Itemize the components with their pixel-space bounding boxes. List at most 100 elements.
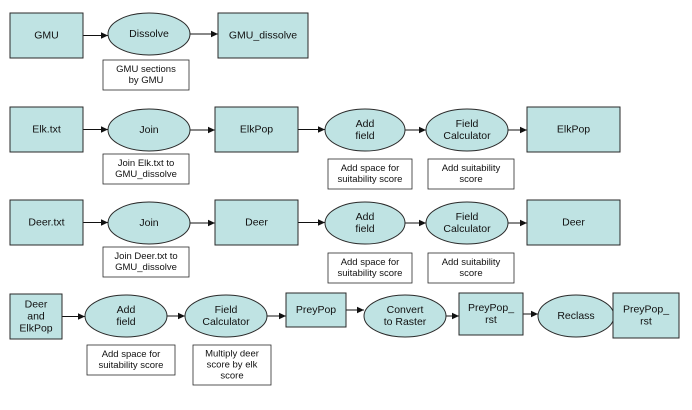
node-label: PreyPop — [296, 304, 336, 316]
note-label: Add space for — [341, 257, 400, 268]
annotation-box — [192, 344, 272, 386]
annotation-box — [327, 252, 413, 284]
node-label: Reclass — [557, 310, 594, 322]
node-label: to Raster — [384, 316, 427, 328]
process-data-box — [612, 292, 680, 339]
note-label: by GMU — [129, 75, 164, 86]
note-label: suitability score — [338, 174, 403, 185]
note-label: GMU_dissolve — [115, 262, 177, 273]
node-label: Field — [456, 118, 479, 130]
annotation-box — [102, 246, 190, 278]
node-label: Add — [356, 211, 375, 223]
process-data-box — [9, 293, 63, 340]
note-label: score — [220, 371, 243, 382]
dissolve-node: Dissolve — [107, 12, 191, 56]
node-label: PreyPop_ — [623, 303, 669, 315]
node-label: GMU_dissolve — [229, 29, 297, 41]
node-label: field — [355, 223, 374, 235]
note-label: Join Deer.txt to — [114, 251, 177, 262]
tool-ellipse — [84, 294, 168, 338]
note-label: GMU sections — [116, 64, 176, 75]
preypop-rst-2-node: PreyPop_rst — [612, 292, 680, 339]
tool-ellipse — [107, 12, 191, 56]
note-label: Add suitability — [442, 163, 501, 174]
node-label: Deer — [25, 298, 48, 310]
elkpop-1-node: ElkPop — [214, 106, 299, 153]
node-label: Add — [356, 118, 375, 130]
note-label: suitability score — [338, 268, 403, 279]
node-label: ElkPop — [557, 123, 590, 135]
node-label: rst — [485, 314, 497, 326]
note-label: score — [459, 268, 482, 279]
tool-ellipse — [363, 294, 447, 338]
tool-ellipse — [324, 108, 406, 152]
note-label: GMU_dissolve — [115, 169, 177, 180]
annotation-box — [102, 59, 190, 91]
tool-ellipse — [107, 108, 191, 152]
tool-ellipse — [425, 108, 509, 152]
node-label: Deer — [562, 216, 585, 228]
node-label: field — [116, 316, 135, 328]
process-data-box — [9, 106, 84, 153]
deer-2-node: Deer — [526, 199, 621, 246]
node-label: field — [355, 130, 374, 142]
node-label: Deer — [245, 216, 268, 228]
preypop-node: PreyPop — [285, 292, 347, 328]
process-data-box — [526, 199, 621, 246]
note-label: score — [459, 174, 482, 185]
note-label: suitability score — [99, 360, 164, 371]
tool-ellipse — [184, 294, 268, 338]
annotation-box — [327, 158, 413, 190]
tool-ellipse — [107, 201, 191, 245]
node-label: Dissolve — [129, 28, 169, 40]
node-label: GMU — [34, 29, 59, 41]
node-label: Join — [139, 217, 158, 229]
note-label: Add suitability — [442, 257, 501, 268]
node-label: rst — [640, 315, 652, 327]
join-elk-node: Join — [107, 108, 191, 152]
node-label: and — [27, 310, 45, 322]
node-label: Calculator — [202, 316, 250, 328]
gmu-dissolve-node: GMU_dissolve — [217, 12, 309, 59]
note-label: Add space for — [341, 163, 400, 174]
gmu-node: GMU — [9, 12, 84, 59]
node-label: PreyPop_ — [468, 302, 514, 314]
process-data-box — [285, 292, 347, 328]
node-label: Calculator — [443, 223, 491, 235]
node-label: Deer.txt — [28, 216, 64, 228]
elk-txt-node: Elk.txt — [9, 106, 84, 153]
deer-txt-node: Deer.txt — [9, 199, 84, 246]
join-deer-node: Join — [107, 201, 191, 245]
process-data-box — [9, 12, 84, 59]
node-label: ElkPop — [240, 123, 273, 135]
process-data-box — [9, 199, 84, 246]
note-label: score by elk — [207, 360, 258, 371]
process-data-box — [217, 12, 309, 59]
annotation-box — [427, 252, 515, 284]
preypop-rst-1-node: PreyPop_rst — [458, 292, 524, 336]
deer-1-node: Deer — [214, 199, 299, 246]
elkpop-2-node: ElkPop — [526, 106, 621, 153]
node-label: Calculator — [443, 130, 491, 142]
node-label: Elk.txt — [32, 123, 61, 135]
node-label: Add — [117, 304, 136, 316]
process-data-box — [214, 106, 299, 153]
node-label: ElkPop — [19, 322, 52, 334]
